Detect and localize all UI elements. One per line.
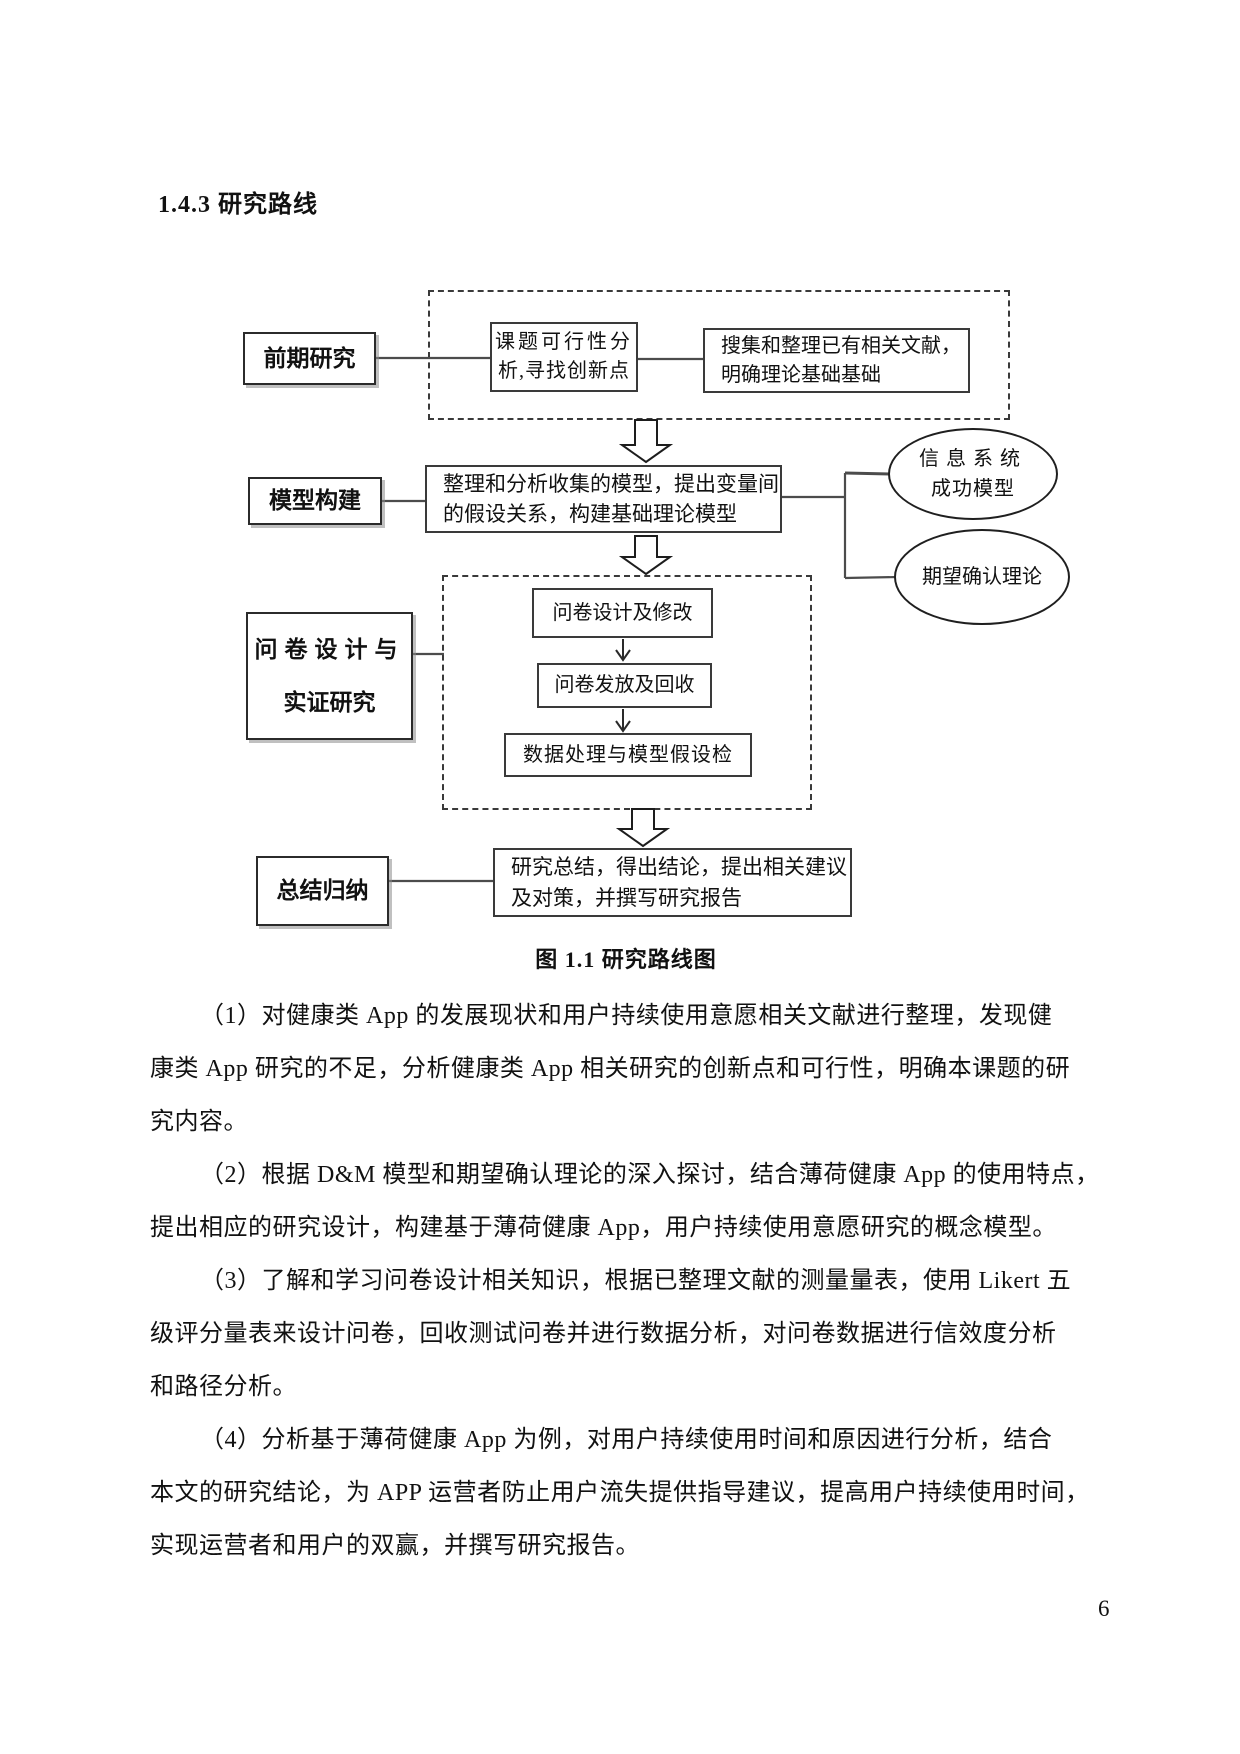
body-paragraphs: （1）对健康类 App 的发展现状和用户持续使用意愿相关文献进行整理，发现健 康… [150,990,1108,1573]
stage-box-model-construction: 模型构建 [248,477,382,525]
block-arrow-down-2 [618,535,674,576]
phase1-dashed-container [428,290,1010,420]
body-line: 提出相应的研究设计，构建基于薄荷健康 App，用户持续使用意愿研究的概念模型。 [150,1215,1057,1241]
box-text-line: 问卷设计及修改 [552,601,693,624]
block-arrow-down-1 [618,419,674,464]
body-line: 本文的研究结论，为 APP 运营者防止用户流失提供指导建议，提高用户持续使用时间… [150,1480,1090,1506]
section-heading: 1.4.3 研究路线 [158,192,318,218]
page-number: 6 [1098,1596,1110,1621]
box-literature-review: 搜集和整理已有相关文献， 明确理论基础基础 [703,328,970,393]
box-research-summary: 研究总结，得出结论，提出相关建议 及对策，并撰写研究报告 [493,848,852,917]
stage-label: 前期研究 [263,345,356,371]
body-line: 究内容。 [150,1109,248,1135]
connector-to-theory1 [844,471,893,476]
box-text-line: 明确理论基础基础 [721,363,881,386]
ellipse-text-line: 信息系统 [919,448,1027,470]
body-line: 级评分量表来设计问卷，回收测试问卷并进行数据分析，对问卷数据进行信效度分析 [150,1321,1057,1347]
box-text-line: 整理和分析收集的模型，提出变量间 [443,471,779,496]
body-line: 和路径分析。 [150,1374,297,1400]
ellipse-text-line: 成功模型 [931,478,1015,500]
box-questionnaire-design: 问卷设计及修改 [532,588,713,638]
ellipse-is-success-model: 信息系统 成功模型 [888,428,1058,520]
body-line: 实现运营者和用户的双赢，并撰写研究报告。 [150,1533,640,1559]
ellipse-text-line: 期望确认理论 [922,566,1042,588]
body-line: （1）对健康类 App 的发展现状和用户持续使用意愿相关文献进行整理，发现健 [200,1003,1053,1029]
box-text-line: 搜集和整理已有相关文献， [721,334,961,357]
stage-box-survey-design-empirical: 问卷设计与 实证研究 [246,612,413,740]
box-text-line: 研究总结，得出结论，提出相关建议 [511,855,847,880]
box-text-line: 课题可行性分 [495,331,633,353]
body-line: （2）根据 D&M 模型和期望确认理论的深入探讨，结合薄荷健康 App 的使用特… [200,1162,1100,1188]
block-arrow-down-3 [615,808,671,848]
stage-label: 模型构建 [269,488,361,514]
box-text-line: 的假设关系，构建基础理论模型 [443,502,737,526]
ellipse-expectation-confirmation-theory: 期望确认理论 [894,529,1070,625]
box-text-line: 问卷发放及回收 [554,674,695,696]
box-topic-feasibility: 课题可行性分 析,寻找创新点 [490,322,638,392]
box-text-line: 数据处理与模型假设检 [523,743,733,766]
stage-box-summary: 总结归纳 [256,856,389,926]
stage-label: 总结归纳 [276,878,369,904]
connector-to-theory2 [844,575,899,580]
box-text-line: 析,寻找创新点 [498,360,630,382]
box-text-line: 及对策，并撰写研究报告 [511,885,742,910]
body-line: （4）分析基于薄荷健康 App 为例，对用户持续使用时间和原因进行分析，结合 [200,1427,1053,1453]
box-model-building: 整理和分析收集的模型，提出变量间 的假设关系，构建基础理论模型 [425,465,782,533]
box-questionnaire-distribution: 问卷发放及回收 [537,663,712,708]
figure-caption: 图 1.1 研究路线图 [535,947,717,972]
box-data-processing: 数据处理与模型假设检 [504,733,752,777]
stage-box-preliminary-research: 前期研究 [243,332,376,385]
body-line: 康类 App 研究的不足，分析健康类 App 相关研究的创新点和可行性，明确本课… [150,1056,1071,1082]
stage-label-line: 实证研究 [283,689,376,715]
stage-label-line: 问卷设计与 [254,637,405,663]
body-line: （3）了解和学习问卷设计相关知识，根据已整理文献的测量量表，使用 Likert … [200,1268,1072,1294]
